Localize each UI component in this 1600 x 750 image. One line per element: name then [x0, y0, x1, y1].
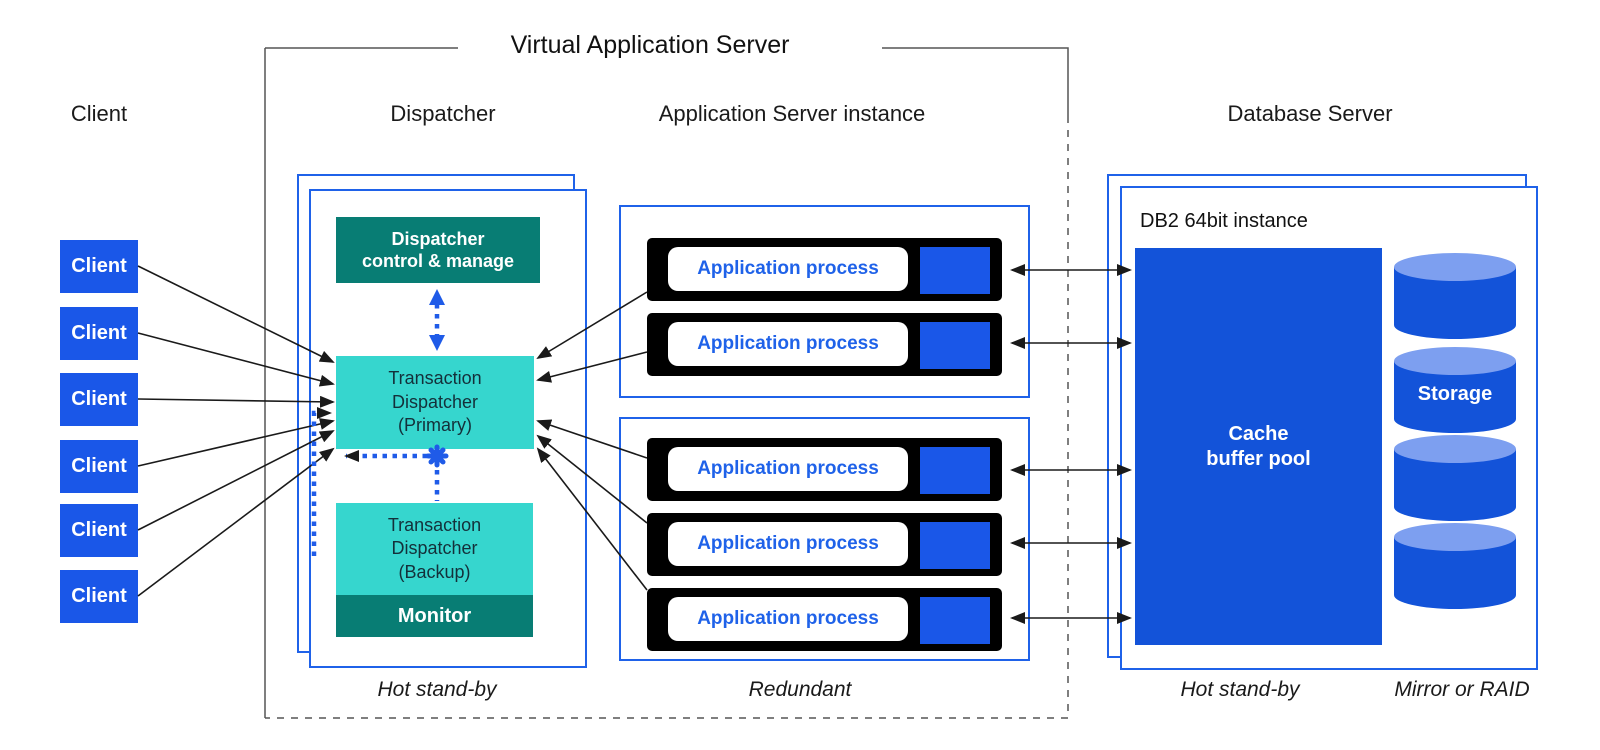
dispatcher-control-box: Dispatcher control & manage	[336, 217, 540, 283]
app-process-square	[920, 322, 990, 369]
column-header-app-server: Application Server instance	[658, 101, 926, 126]
column-header-database: Database Server	[1227, 101, 1393, 126]
database-cylinder-icon	[1394, 253, 1516, 339]
app-process-square	[920, 247, 990, 294]
transaction-dispatcher-backup-box: Transaction Dispatcher (Backup)	[336, 503, 533, 595]
column-header-dispatcher: Dispatcher	[390, 101, 496, 126]
client-box: Client	[60, 504, 138, 557]
app-process-bar: Application process	[647, 313, 1002, 376]
hot-standby-note-database: Hot stand-by	[1180, 678, 1300, 701]
client-box: Client	[60, 373, 138, 426]
database-cylinder-icon	[1394, 347, 1516, 433]
app-process-bar: Application process	[647, 588, 1002, 651]
database-cylinder-icon	[1394, 523, 1516, 609]
cache-buffer-pool-box: Cache buffer pool	[1135, 248, 1382, 645]
mirror-raid-note: Mirror or RAID	[1394, 678, 1530, 701]
db2-instance-label: DB2 64bit instance	[1140, 210, 1308, 232]
app-process-bar: Application process	[647, 513, 1002, 576]
hot-standby-note-dispatcher: Hot stand-by	[377, 678, 497, 701]
redundant-note: Redundant	[748, 678, 852, 701]
app-process-label: Application process	[668, 322, 908, 366]
storage-label: Storage	[1417, 382, 1493, 405]
client-box: Client	[60, 307, 138, 360]
app-process-bar: Application process	[647, 238, 1002, 301]
monitor-box: Monitor	[336, 595, 533, 637]
app-process-bar: Application process	[647, 438, 1002, 501]
app-process-label: Application process	[668, 247, 908, 291]
client-box: Client	[60, 240, 138, 293]
app-process-square	[920, 597, 990, 644]
client-box: Client	[60, 570, 138, 623]
column-header-client: Client	[70, 101, 128, 126]
app-process-label: Application process	[668, 447, 908, 491]
vas-title: Virtual Application Server	[510, 30, 790, 59]
client-box: Client	[60, 440, 138, 493]
app-process-square	[920, 447, 990, 494]
database-cylinder-icon	[1394, 435, 1516, 521]
app-process-label: Application process	[668, 522, 908, 566]
app-process-label: Application process	[668, 597, 908, 641]
transaction-dispatcher-primary-box: Transaction Dispatcher (Primary)	[336, 356, 534, 449]
app-process-square	[920, 522, 990, 569]
